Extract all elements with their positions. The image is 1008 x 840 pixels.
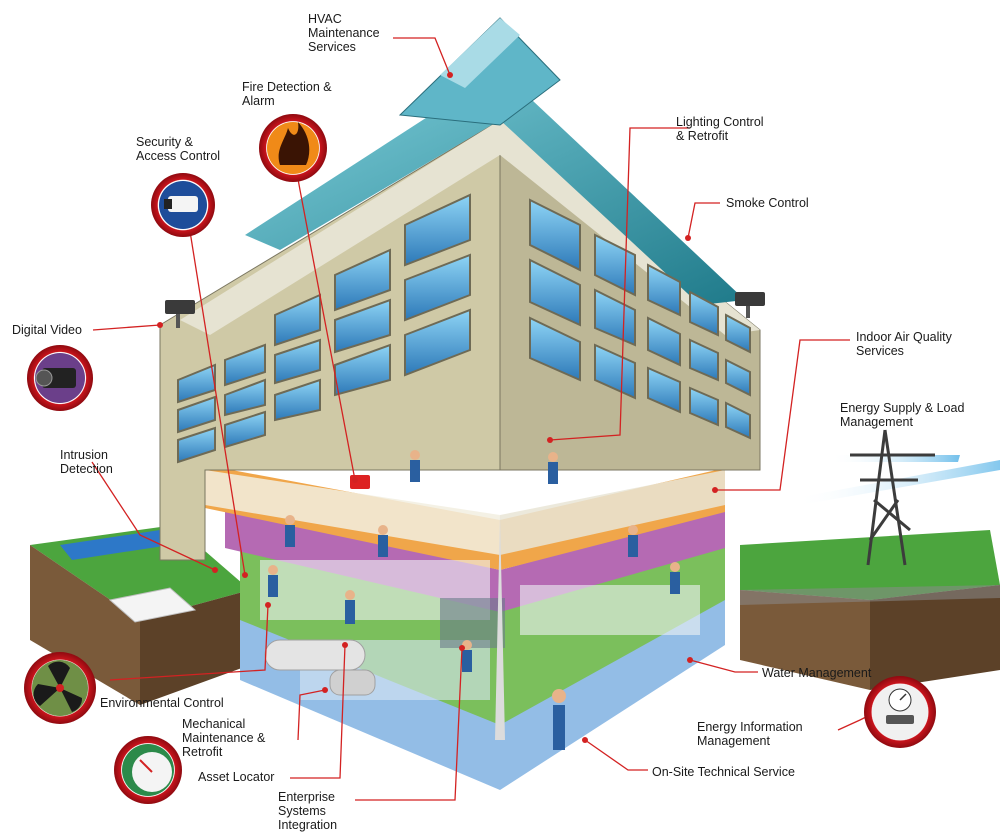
workers — [268, 450, 680, 750]
mechanical-tanks — [264, 475, 376, 696]
right-ground-slab — [740, 530, 1000, 690]
label-indoor-air: Indoor Air Quality Services — [856, 330, 952, 358]
fan-icon — [24, 652, 96, 724]
camera-left — [165, 300, 195, 328]
access-control-icon — [151, 173, 215, 237]
label-energy-information: Energy Information Management — [697, 720, 803, 748]
label-fire-detection: Fire Detection & Alarm — [242, 80, 332, 108]
label-environmental: Environmental Control — [100, 696, 224, 710]
fire-icon — [259, 114, 327, 182]
label-water-management: Water Management — [762, 666, 872, 680]
label-security-access: Security & Access Control — [136, 135, 221, 163]
label-hvac: HVAC Maintenance Services — [308, 12, 380, 54]
camera-right — [735, 292, 765, 318]
label-asset-locator: Asset Locator — [198, 770, 275, 784]
leader-dots — [157, 72, 718, 743]
gauge-icon — [114, 736, 182, 804]
video-camera-icon — [27, 345, 93, 411]
label-smoke-control: Smoke Control — [726, 196, 809, 210]
label-energy-supply: Energy Supply & Load Management — [840, 401, 965, 429]
power-tower-icon — [795, 429, 1000, 566]
label-enterprise: Enterprise Systems Integration — [278, 790, 338, 832]
label-lighting-control: Lighting Control & Retrofit — [676, 115, 764, 143]
label-onsite-service: On-Site Technical Service — [652, 765, 795, 779]
label-digital-video: Digital Video — [12, 323, 82, 337]
windows-left — [177, 193, 471, 464]
label-mechanical: Mechanical Maintenance & Retrofit — [182, 717, 266, 759]
meter-icon — [864, 676, 936, 748]
label-intrusion: Intrusion Detection — [60, 448, 113, 476]
building-floors — [205, 465, 725, 790]
